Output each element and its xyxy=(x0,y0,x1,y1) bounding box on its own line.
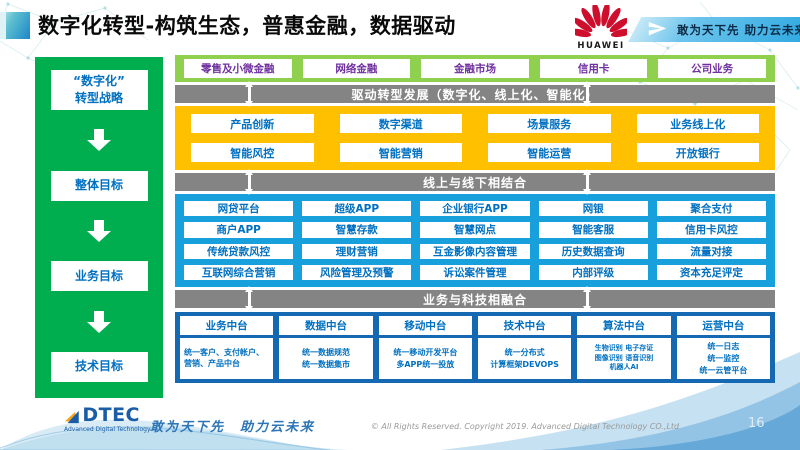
main-diagram: 零售及小微金融 网络金融 金融市场 信用卡 公司业务 驱动转型发展（数字化、线上… xyxy=(175,55,775,383)
platform-title-box: 运营中台 xyxy=(676,316,770,335)
copyright-text: © All Rights Reserved. Copyright 2019. A… xyxy=(370,422,680,431)
application-box: 理财营销 xyxy=(302,243,412,259)
footer-slogan: 敢为天下先 助力云未来 xyxy=(150,420,316,435)
platform-grid: 业务中台 统一客户、支付帐户、营销、产品中台 数据中台 统一数据规范 统一数据集… xyxy=(175,312,775,383)
platform-title-box: 业务中台 xyxy=(180,316,274,335)
platform-detail-box: 生物识别 电子存证 图像识别 语音识别 机器人AI xyxy=(577,338,671,379)
platform-column: 业务中台 统一客户、支付帐户、营销、产品中台 xyxy=(180,316,274,379)
up-down-arrow-icon xyxy=(583,169,592,195)
application-box: 信用卡风控 xyxy=(656,222,766,238)
application-box: 企业银行APP xyxy=(420,201,530,217)
page-number: 16 xyxy=(748,416,765,431)
platform-title-box: 移动中台 xyxy=(378,316,472,335)
application-box: 互联网综合营销 xyxy=(184,264,294,280)
arrow-down-icon xyxy=(87,129,111,152)
capability-box: 数字渠道 xyxy=(339,114,462,133)
banner-label: 业务与科技相融合 xyxy=(422,292,527,307)
capability-box: 开放银行 xyxy=(636,143,759,162)
platform-column: 算法中台 生物识别 电子存证 图像识别 语音识别 机器人AI xyxy=(577,316,671,379)
application-box: 商户APP xyxy=(184,222,294,238)
platform-column: 数据中台 统一数据规范 统一数据集市 xyxy=(279,316,373,379)
business-line-box: 金融市场 xyxy=(421,59,529,78)
up-down-arrow-icon xyxy=(245,81,254,107)
capability-box: 业务线上化 xyxy=(636,114,759,133)
application-box: 互金影像内容管理 xyxy=(420,243,530,259)
capability-grid: 产品创新 数字渠道 场景服务 业务线上化 智能风控 智能营销 智能运营 开放银行 xyxy=(175,106,775,170)
application-box: 历史数据查询 xyxy=(538,243,648,259)
application-box: 资本充足评定 xyxy=(656,264,766,280)
up-down-arrow-icon xyxy=(245,169,254,195)
application-box: 网贷平台 xyxy=(184,201,294,217)
platform-detail-box: 统一分布式 计算框架DEVOPS xyxy=(478,338,572,379)
application-box: 超级APP xyxy=(302,201,412,217)
capability-box: 智能风控 xyxy=(191,143,314,162)
huawei-logo: HUAWEI xyxy=(569,2,633,51)
strategy-box: 技术目标 xyxy=(50,351,148,382)
platform-column: 运营中台 统一日志 统一监控 统一云管平台 xyxy=(676,316,770,379)
platform-detail-box: 统一数据规范 统一数据集市 xyxy=(279,338,373,379)
platform-title-box: 技术中台 xyxy=(478,316,572,335)
arrow-down-icon xyxy=(87,310,111,333)
platform-column: 技术中台 统一分布式 计算框架DEVOPS xyxy=(478,316,572,379)
application-box: 内部评级 xyxy=(538,264,648,280)
platform-title-box: 数据中台 xyxy=(279,316,373,335)
huawei-flower-icon xyxy=(569,2,633,38)
capability-box: 智能营销 xyxy=(339,143,462,162)
dtec-logo: DTEC Advanced Digital Technology xyxy=(64,404,151,434)
slogan-text: 敢为天下先 助力云未来 xyxy=(677,22,800,37)
platform-detail-box: 统一日志 统一监控 统一云管平台 xyxy=(676,338,770,379)
platform-column: 移动中台 统一移动开发平台 多APP统一投放 xyxy=(378,316,472,379)
platform-detail-box: 统一客户、支付帐户、营销、产品中台 xyxy=(180,338,274,379)
application-box: 聚合支付 xyxy=(656,201,766,217)
application-box: 流量对接 xyxy=(656,243,766,259)
platform-title-box: 算法中台 xyxy=(577,316,671,335)
up-down-arrow-icon xyxy=(245,286,254,312)
huawei-wordmark: HUAWEI xyxy=(577,41,625,51)
page-title: 数字化转型-构筑生态，普惠金融，数据驱动 xyxy=(38,14,456,38)
banner-drive-transform: 驱动转型发展（数字化、线上化、智能化） xyxy=(175,81,775,107)
paper-plane-icon xyxy=(648,22,667,36)
application-box: 智慧存款 xyxy=(302,222,412,238)
business-line-box: 零售及小微金融 xyxy=(184,59,292,78)
capability-box: 智能运营 xyxy=(488,143,611,162)
application-grid: 网贷平台 超级APP 企业银行APP 网银 聚合支付 商户APP 智慧存款 智慧… xyxy=(175,194,775,287)
slide-footer: DTEC Advanced Digital Technology 敢为天下先 助… xyxy=(0,404,800,450)
capability-box: 产品创新 xyxy=(191,114,314,133)
strategy-box: “数字化” 转型战略 xyxy=(50,70,148,110)
dtec-subtitle: Advanced Digital Technology xyxy=(64,426,151,433)
strategy-box: 整体目标 xyxy=(50,170,148,201)
business-line-box: 信用卡 xyxy=(539,59,648,78)
dtec-wordmark: DTEC xyxy=(82,404,140,426)
application-box: 诉讼案件管理 xyxy=(420,264,530,280)
application-box: 智能客服 xyxy=(538,222,648,238)
platform-detail-box: 统一移动开发平台 多APP统一投放 xyxy=(378,338,472,379)
application-box: 智慧网点 xyxy=(420,222,530,238)
application-box: 传统贷款风控 xyxy=(184,243,294,259)
arrow-down-icon xyxy=(87,219,111,242)
application-box: 风险管理及预警 xyxy=(302,264,412,280)
banner-online-offline: 线上与线下相结合 xyxy=(175,169,775,195)
strategy-panel: “数字化” 转型战略 整体目标 业务目标 技术目标 xyxy=(35,57,163,398)
title-accent-square xyxy=(0,12,30,39)
up-down-arrow-icon xyxy=(583,286,592,312)
slide-header: 数字化转型-构筑生态，普惠金融，数据驱动 HUAWEI 敢为天下先 助力云未来 xyxy=(0,2,800,51)
strategy-box: 业务目标 xyxy=(50,261,148,292)
capability-box: 场景服务 xyxy=(488,114,611,133)
business-line-box: 公司业务 xyxy=(658,59,766,78)
banner-label: 驱动转型发展（数字化、线上化、智能化） xyxy=(351,87,599,102)
banner-label: 线上与线下相结合 xyxy=(422,175,527,190)
business-line-box: 网络金融 xyxy=(302,59,411,78)
application-box: 网银 xyxy=(538,201,648,217)
banner-tech-fusion: 业务与科技相融合 xyxy=(175,286,775,312)
slogan-banner: 敢为天下先 助力云未来 xyxy=(636,17,800,42)
dtec-logo-mark-icon xyxy=(64,410,79,424)
business-line-row: 零售及小微金融 网络金融 金融市场 信用卡 公司业务 xyxy=(175,55,775,82)
up-down-arrow-icon xyxy=(583,81,592,107)
